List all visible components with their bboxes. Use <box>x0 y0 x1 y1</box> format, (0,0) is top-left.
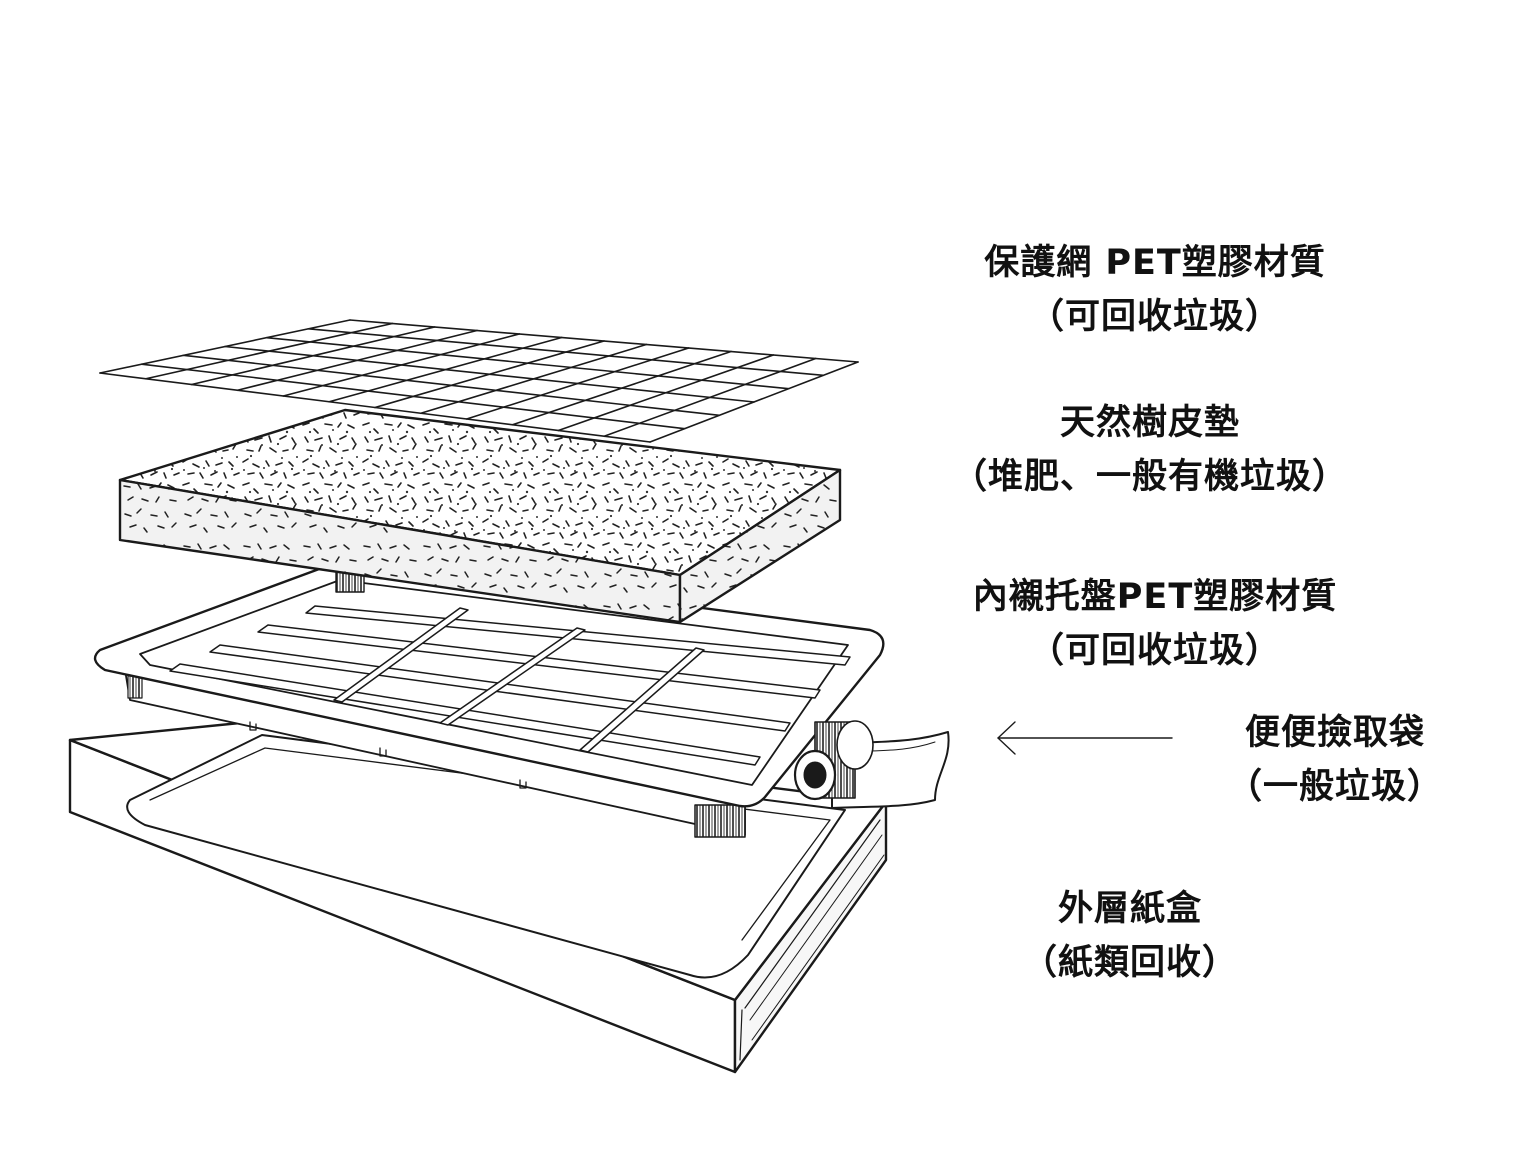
label-protective-mesh-name: 保護網 PET塑膠材質 <box>984 243 1326 283</box>
bark-pad <box>118 408 842 624</box>
mesh-line-long <box>224 345 755 403</box>
label-protective-mesh-note: （可回收垃圾） <box>1028 297 1281 337</box>
label-inner-tray-note: （可回收垃圾） <box>1028 631 1281 671</box>
pointer-arrow <box>997 721 1173 755</box>
label-protective-mesh: 保護網 PET塑膠材質 （可回收垃圾） <box>930 236 1380 344</box>
mesh-line-long <box>307 328 825 377</box>
mesh-line-long <box>99 372 651 443</box>
bag-roll <box>793 720 950 809</box>
inner-tray <box>93 557 885 838</box>
mesh-line-long <box>182 354 721 417</box>
label-inner-tray: 內襯托盤PET塑膠材質 （可回收垃圾） <box>930 570 1380 678</box>
protective-mesh <box>99 319 859 443</box>
label-bark-pad-name: 天然樹皮墊 <box>1059 403 1240 443</box>
label-poop-bag: 便便撿取袋 （一般垃圾） <box>1195 706 1475 814</box>
label-outer-box: 外層紙盒 （紙類回收） <box>1010 882 1250 990</box>
mesh-line-long <box>140 363 686 430</box>
label-bark-pad-note: （堆肥、一般有機垃圾） <box>951 457 1348 497</box>
label-poop-bag-note: （一般垃圾） <box>1226 767 1443 807</box>
label-outer-box-note: （紙類回收） <box>1021 943 1238 983</box>
label-inner-tray-name: 內襯托盤PET塑膠材質 <box>972 577 1338 617</box>
label-poop-bag-name: 便便撿取袋 <box>1244 713 1425 753</box>
mesh-line-long <box>265 336 790 390</box>
label-outer-box-name: 外層紙盒 <box>1057 889 1202 929</box>
mesh-line-long <box>349 319 859 363</box>
label-bark-pad: 天然樹皮墊 （堆肥、一般有機垃圾） <box>920 396 1380 504</box>
